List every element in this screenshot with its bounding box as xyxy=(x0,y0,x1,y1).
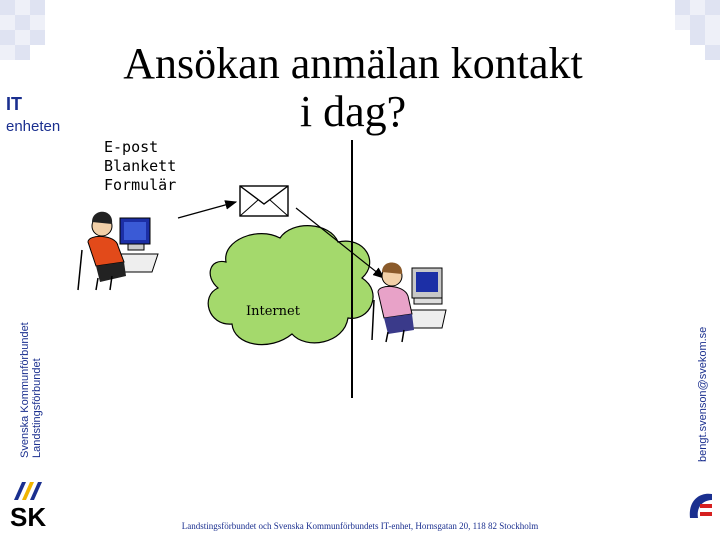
sidebar-left-line1: Svenska Kommunförbundet xyxy=(19,322,31,458)
corner-decoration-right xyxy=(660,0,720,60)
methods-list: E-post Blankett Formulär xyxy=(104,138,176,195)
logo-lf xyxy=(689,493,712,518)
svg-text:SK: SK xyxy=(10,502,46,532)
footer-text: Landstingsförbundet och Svenska Kommunfö… xyxy=(181,521,539,531)
envelope-icon xyxy=(239,185,289,217)
internet-label: Internet xyxy=(246,304,300,319)
recipient-person-icon xyxy=(371,262,447,343)
method-item: Blankett xyxy=(104,157,177,175)
sidebar-left-text: Svenska Kommunförbundet Landstingsförbun… xyxy=(19,283,43,458)
page-title: Ansökan anmälan kontakt i dag? xyxy=(123,39,583,136)
logo-sk: SK xyxy=(10,482,46,532)
sidebar-left-line2: Landstingsförbundet xyxy=(31,358,43,458)
contact-email: bengt.svenson@svekom.se xyxy=(697,326,709,462)
brand-it: IT xyxy=(6,94,22,114)
arrow-to-envelope xyxy=(177,200,238,219)
arrow-to-recipient xyxy=(295,207,385,279)
brand-unit: enheten xyxy=(6,118,61,135)
internet-cloud xyxy=(207,225,374,346)
method-item: E-post xyxy=(104,138,159,156)
corner-decoration-left xyxy=(0,0,60,60)
method-item: Formulär xyxy=(104,176,177,194)
sender-person-icon xyxy=(77,211,159,291)
